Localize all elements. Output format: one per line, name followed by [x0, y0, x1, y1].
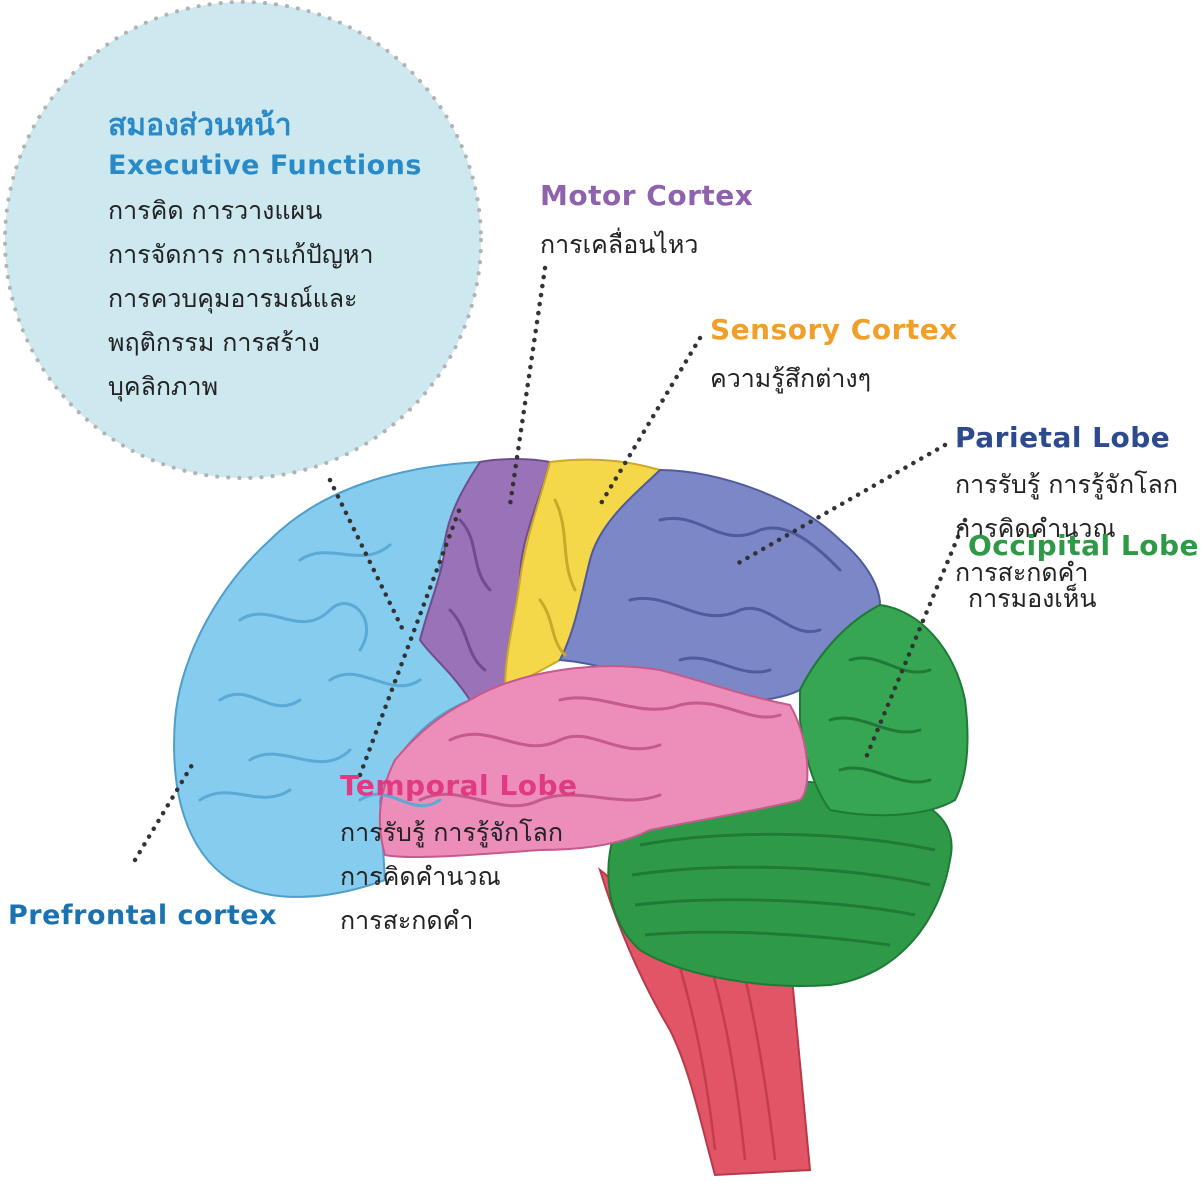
temporal-lobe-desc-line: การสะกดคำ — [340, 902, 473, 940]
frontal-desc-line: การควบคุมอารมณ์และ — [108, 280, 357, 318]
frontal-title-thai: สมองส่วนหน้า — [108, 106, 292, 146]
occipital-lobe-desc: การมองเห็น — [968, 580, 1096, 618]
frontal-title-english: Executive Functions — [108, 148, 422, 184]
sensory-cortex-desc: ความรู้สึกต่างๆ — [710, 360, 871, 398]
frontal-desc-line: บุคลิกภาพ — [108, 368, 218, 406]
sensory-cortex-title: Sensory Cortex — [710, 312, 958, 348]
parietal-lobe-desc-line: การรับรู้ การรู้จักโลก — [955, 466, 1178, 504]
temporal-lobe-desc-line: การคิดคำนวณ — [340, 858, 501, 896]
motor-cortex-desc: การเคลื่อนไหว — [540, 226, 698, 264]
frontal-desc-line: พฤติกรรม การสร้าง — [108, 324, 320, 362]
prefrontal-cortex-title: Prefrontal cortex — [8, 898, 277, 934]
frontal-desc-line: การคิด การวางแผน — [108, 192, 322, 230]
temporal-lobe-desc-line: การรับรู้ การรู้จักโลก — [340, 814, 563, 852]
temporal-lobe-title: Temporal Lobe — [340, 768, 578, 804]
frontal-desc-line: การจัดการ การแก้ปัญหา — [108, 236, 374, 274]
occipital-lobe-title: Occipital Lobe — [968, 528, 1199, 564]
motor-cortex-title: Motor Cortex — [540, 178, 753, 214]
parietal-lobe-title: Parietal Lobe — [955, 420, 1170, 456]
